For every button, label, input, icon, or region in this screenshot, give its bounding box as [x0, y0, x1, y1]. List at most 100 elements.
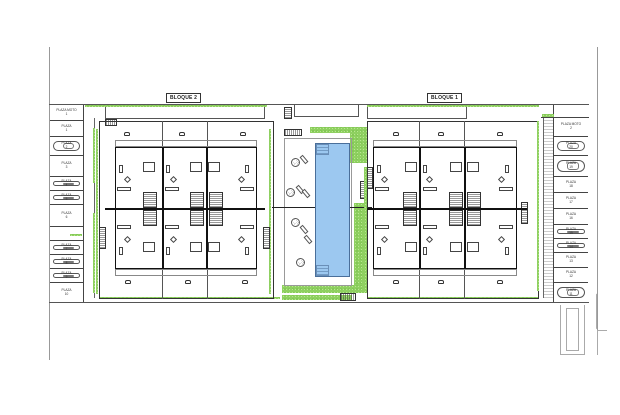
exterior-staircase — [367, 167, 373, 189]
frontage-top — [367, 107, 467, 119]
hedge — [93, 213, 95, 293]
chair-icon — [438, 132, 444, 136]
exterior-staircase — [99, 227, 106, 249]
kitchen-counter — [375, 225, 389, 229]
frontage-top — [105, 107, 265, 119]
umbrella-icon — [286, 188, 295, 197]
bed-icon — [190, 162, 202, 172]
chair-icon — [124, 132, 130, 136]
car-icon — [53, 195, 80, 200]
car-icon — [53, 259, 80, 264]
terrace — [115, 140, 257, 147]
bed-icon — [450, 162, 462, 172]
chair-icon — [497, 280, 503, 284]
block-label-bloque-1: BLOQUE 1 — [427, 93, 463, 103]
bed-icon — [208, 162, 220, 172]
hedge-left — [364, 167, 367, 292]
chair-icon — [393, 280, 399, 284]
kitchen-counter — [499, 187, 513, 191]
sofa-icon — [505, 247, 509, 255]
chair-icon — [242, 280, 248, 284]
pool-deck — [284, 138, 352, 286]
sofa-icon — [377, 247, 381, 255]
dwelling-unit — [420, 209, 465, 269]
terrace — [373, 269, 517, 276]
kitchen-counter — [375, 187, 389, 191]
chair-icon — [497, 132, 503, 136]
umbrella-icon — [296, 258, 305, 267]
site-boundary-left — [49, 47, 50, 360]
pool-steps — [316, 144, 329, 155]
staircase — [467, 192, 481, 208]
site-boundary-right — [597, 47, 598, 347]
driveway-right — [543, 118, 553, 298]
kitchen-counter — [240, 225, 254, 229]
bed-icon — [405, 242, 417, 252]
pool-access-steps — [284, 129, 302, 136]
lawn-bottom-2 — [282, 295, 352, 300]
car-icon — [53, 181, 80, 186]
sofa-icon — [245, 165, 249, 173]
umbrella-icon — [291, 158, 300, 167]
staircase — [449, 192, 463, 208]
kitchen-counter — [423, 225, 437, 229]
kitchen-counter — [165, 225, 179, 229]
bloque-2 — [95, 107, 274, 300]
party-wall — [105, 208, 265, 210]
staircase — [190, 192, 204, 208]
staircase — [143, 210, 157, 226]
street-planter — [560, 305, 585, 355]
street-marking — [597, 330, 607, 355]
staircase — [403, 210, 417, 226]
sofa-icon — [245, 247, 249, 255]
chair-icon — [240, 132, 246, 136]
kitchen-counter — [499, 225, 513, 229]
staircase — [467, 210, 481, 226]
chair-icon — [185, 280, 191, 284]
staircase — [403, 192, 417, 208]
curb-line — [585, 285, 597, 330]
staircase — [143, 192, 157, 208]
sofa-icon — [119, 247, 123, 255]
sofa-icon — [423, 247, 427, 255]
chair-icon — [125, 280, 131, 284]
bloque-1 — [364, 107, 542, 300]
exterior-steps — [340, 293, 356, 301]
hedge-right — [269, 129, 271, 294]
pool-area — [272, 105, 372, 302]
pool-steps — [316, 265, 329, 276]
exterior-staircase — [521, 202, 528, 224]
sofa-icon — [377, 165, 381, 173]
hedge-top-right — [367, 105, 539, 107]
plot-bottom-edge — [49, 302, 589, 303]
umbrella-icon — [291, 218, 300, 227]
plot-top-edge — [49, 104, 589, 105]
courtyard-outline — [99, 121, 274, 299]
terrace — [115, 269, 257, 276]
planter — [542, 114, 554, 117]
chair-icon — [438, 280, 444, 284]
bed-icon — [190, 242, 202, 252]
bed-icon — [467, 242, 479, 252]
party-wall — [367, 208, 527, 210]
hedge-left — [96, 129, 98, 294]
bed-icon — [208, 242, 220, 252]
staircase — [449, 210, 463, 226]
